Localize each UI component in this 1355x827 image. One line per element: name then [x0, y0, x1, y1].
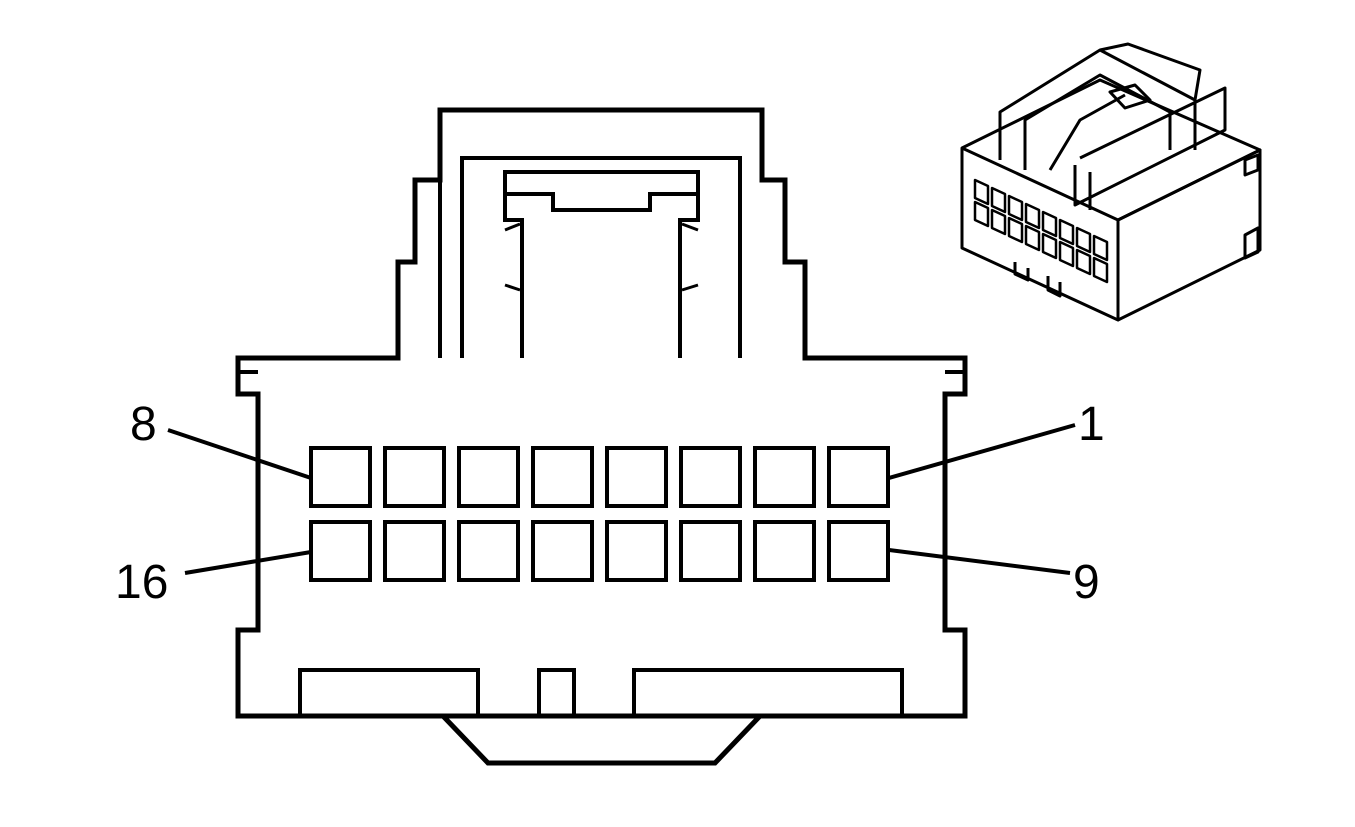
- pin-cavity-12: [605, 520, 668, 582]
- leader-line-1: [888, 423, 1076, 480]
- pin-label-9: 9: [1073, 556, 1100, 609]
- pin-label-8: 8: [130, 398, 157, 451]
- pin-cavity-14: [457, 520, 520, 582]
- leader-line-9: [888, 548, 1071, 575]
- leader-lines: [167, 423, 1076, 575]
- pin-cavity-13: [531, 520, 594, 582]
- iso-bottom-keys: [1013, 262, 1062, 298]
- pin-cavity-11: [679, 520, 742, 582]
- connector-face: [235, 107, 968, 766]
- pin-cavity-16: [309, 520, 372, 582]
- pin-cavity-5: [531, 446, 594, 508]
- latch-channel: [438, 156, 742, 358]
- pin-cavity-2: [753, 446, 816, 508]
- iso-top-face: [961, 78, 1262, 222]
- pin-cavity-3: [679, 446, 742, 508]
- bottom-key-left: [298, 668, 480, 718]
- leader-line-16: [184, 550, 312, 575]
- pin-cavity-1: [827, 446, 890, 508]
- iso-latch-top: [1099, 42, 1202, 110]
- connector-isometric-view: [960, 42, 1262, 322]
- left-notch: [236, 370, 258, 394]
- pin-cavity-6: [457, 446, 520, 508]
- pin-cavity-7: [383, 446, 446, 508]
- iso-cavities: [973, 178, 1109, 284]
- pin-row-top: [309, 446, 890, 508]
- pin-label-1: 1: [1078, 398, 1105, 451]
- pin-cavity-15: [383, 520, 446, 582]
- pin-label-16: 16: [115, 556, 168, 609]
- latch-tab: [505, 192, 698, 212]
- bottom-key-right: [632, 668, 904, 718]
- bottom-key-center: [537, 668, 576, 718]
- pin-cavity-9: [827, 520, 890, 582]
- pin-cavity-10: [753, 520, 816, 582]
- iso-side-tab: [1243, 153, 1260, 260]
- leader-line-8: [167, 428, 312, 480]
- iso-latch-rail: [1048, 86, 1227, 210]
- pin-cavity-8: [309, 446, 372, 508]
- pin-row-bottom: [309, 520, 890, 582]
- latch-left-rail: [504, 222, 521, 292]
- connector-body-outline: [235, 107, 968, 719]
- iso-right-face: [1117, 148, 1262, 322]
- bottom-lock-ramp: [441, 714, 762, 766]
- latch-right-rail: [681, 222, 699, 292]
- right-notch: [945, 370, 967, 394]
- pin-cavity-4: [605, 446, 668, 508]
